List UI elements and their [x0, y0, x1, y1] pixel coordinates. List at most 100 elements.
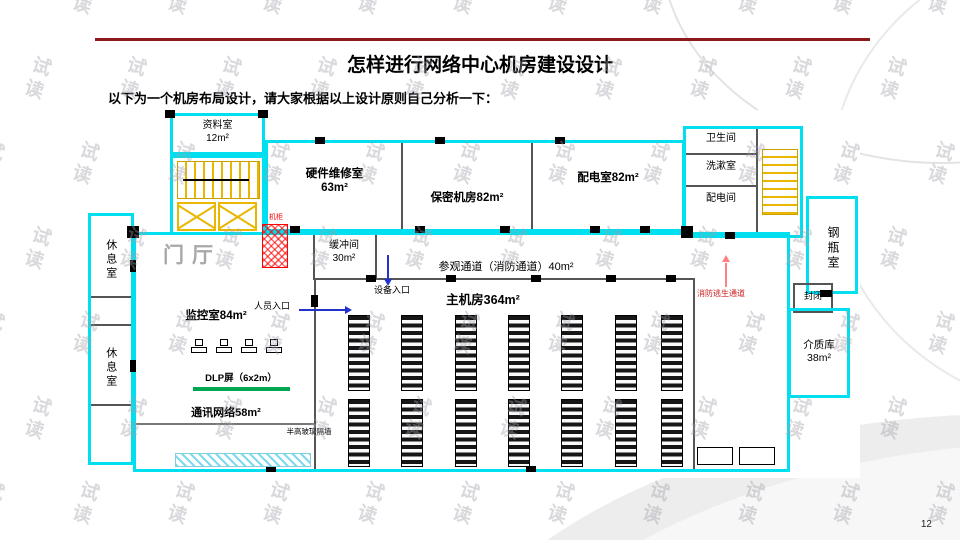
- crac-unit: [697, 447, 733, 465]
- watermark: 试读: [63, 0, 104, 21]
- slide-title: 怎样进行网络中心机房建设设计: [346, 55, 613, 76]
- server-rack: [348, 399, 370, 467]
- personnel-entrance-arrow: [299, 309, 345, 311]
- door-marker: [725, 232, 735, 239]
- server-rack: [661, 315, 683, 391]
- wall-segment: [531, 143, 533, 229]
- wall-segment: [91, 324, 131, 326]
- door-marker: [666, 275, 676, 282]
- door-marker: [531, 275, 541, 282]
- door-marker: [366, 275, 376, 282]
- room-comm-label: 通讯网络58m²: [191, 407, 261, 419]
- watermark: 试读: [0, 137, 6, 191]
- wall-segment: [314, 278, 316, 469]
- watermark: 试读: [443, 0, 484, 21]
- equipment-entrance-label: 设备入口: [373, 285, 410, 295]
- dlp-screen-label: DLP屏（6x2m）: [205, 373, 277, 384]
- vent-hatch: [175, 453, 311, 467]
- server-rack: [455, 315, 477, 391]
- room-lobby-label: 门厅: [163, 244, 221, 267]
- server-rack: [401, 315, 423, 391]
- title-rule: [95, 38, 870, 41]
- column-marker: [127, 226, 139, 238]
- watermark: 试读: [18, 222, 53, 276]
- wall-segment: [686, 185, 756, 187]
- server-rack: [455, 399, 477, 467]
- stairs-right: [762, 149, 798, 215]
- wall-segment: [686, 153, 756, 155]
- fire-escape-label: 消防逃生通道: [697, 289, 745, 298]
- watermark: 试读: [253, 0, 294, 21]
- dlp-screen-line: [193, 387, 290, 391]
- slide-subtitle: 以下为一个机房布局设计，请大家根据以上设计原则自己分析一下：: [108, 91, 499, 106]
- door-marker: [820, 290, 832, 297]
- equipment-entrance-arrow: [387, 255, 389, 281]
- watermark: 试读: [18, 392, 53, 446]
- door-marker: [415, 226, 425, 233]
- door-marker: [526, 466, 536, 472]
- console-desk: [266, 339, 282, 352]
- room-monitor-label: 监控室84m²: [185, 310, 247, 322]
- utility-block: 卫生间 洗漱室 配电间: [683, 126, 803, 238]
- room-cylinder-label: 钢瓶室: [826, 225, 840, 271]
- watermark: 试读: [158, 0, 199, 21]
- watermark: 试读: [0, 477, 6, 531]
- watermark: 试读: [256, 477, 291, 531]
- wall-segment: [401, 143, 403, 229]
- door-marker: [435, 137, 445, 144]
- server-rack: [508, 315, 530, 391]
- stairs-block: [170, 155, 265, 235]
- glass-partition-line: [136, 423, 314, 425]
- watermark: 试读: [446, 477, 481, 531]
- elevator-box: [218, 202, 257, 231]
- personnel-entrance-label: 人员入口: [253, 301, 290, 311]
- column-marker: [681, 226, 693, 238]
- door-marker: [446, 275, 456, 282]
- wall-segment: [756, 129, 758, 235]
- server-rack: [348, 315, 370, 391]
- watermark: 试读: [538, 0, 579, 21]
- console-desk: [216, 339, 232, 352]
- fire-escape-arrow: [725, 263, 727, 287]
- room-cylinder: 钢瓶室: [806, 196, 858, 294]
- room-washroom-label: 洗漱室: [706, 161, 736, 172]
- room-power-closet-label: 配电间: [706, 193, 736, 204]
- room-visit-corridor-label: 参观通道（消防通道）40m²: [438, 261, 574, 273]
- watermark: 试读: [348, 0, 389, 21]
- server-rack: [615, 315, 637, 391]
- door-marker: [315, 137, 325, 144]
- wall-segment: [375, 235, 377, 278]
- wall-segment: [313, 278, 695, 280]
- page-number: 12: [920, 519, 932, 530]
- door-marker: [640, 226, 650, 233]
- watermark: 试读: [66, 477, 101, 531]
- door-marker: [266, 466, 276, 472]
- cabinet-box: [262, 224, 288, 268]
- door-marker: [130, 260, 136, 272]
- server-rack: [561, 315, 583, 391]
- fire-escape-arrow-head-icon: [722, 255, 730, 262]
- server-rack: [508, 399, 530, 467]
- watermark: 试读: [161, 477, 196, 531]
- door-marker: [311, 295, 318, 307]
- watermark: 试读: [0, 307, 6, 361]
- crac-unit: [739, 447, 775, 465]
- door-marker: [130, 360, 136, 372]
- room-rest-upper-label: 休息室: [104, 239, 117, 281]
- column-marker: [165, 110, 175, 118]
- server-rack: [561, 399, 583, 467]
- door-marker: [555, 137, 565, 144]
- server-rack: [401, 399, 423, 467]
- left-wing: 休息室 休息室: [88, 213, 134, 465]
- equipment-arrow-head-icon: [384, 279, 392, 286]
- server-rack: [661, 399, 683, 467]
- cabinet-label: 机柜: [269, 214, 283, 221]
